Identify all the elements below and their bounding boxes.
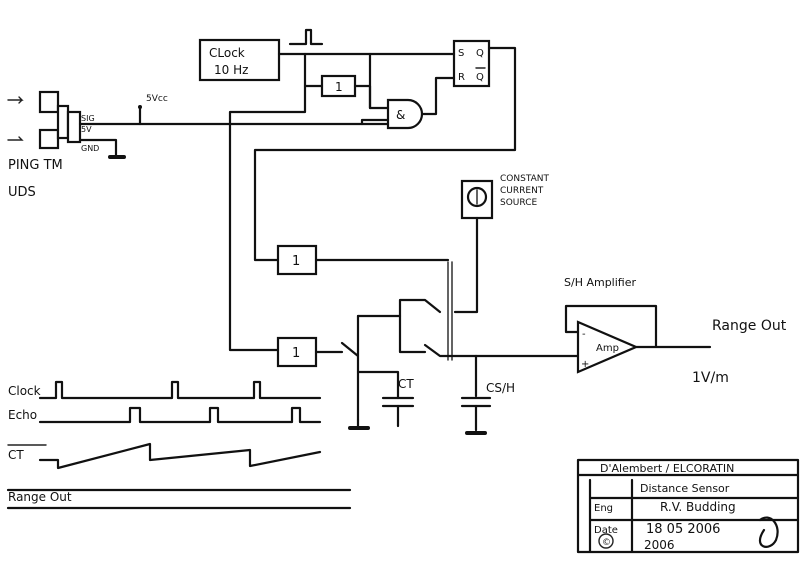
and-gate: & [386, 98, 424, 130]
timing-diagram: Clock Echo CT Range Out [6, 380, 352, 510]
ff-q: Q [476, 48, 484, 59]
eng-value: R.V. Budding [660, 500, 736, 514]
clock-pulse-symbol [288, 28, 324, 46]
capacitor-ct-label: CT [398, 377, 414, 391]
wire-and-to-r [420, 76, 456, 116]
amp-minus: - [582, 329, 586, 340]
capacitor-csh-label: CS/H [486, 381, 515, 395]
date-value: 18 05 2006 [646, 522, 720, 537]
buffer-top: 1 [320, 74, 357, 98]
and-gate-label: & [396, 108, 405, 122]
ping-receive-arrow [7, 136, 24, 141]
wire-sensor-gnd [78, 138, 118, 158]
ccs-line2: CURRENT [500, 186, 544, 196]
ff-qbar: Q [476, 72, 484, 83]
sensor-gnd: GND [81, 144, 99, 153]
copyright-circle [598, 533, 614, 549]
wire-ccs-down [453, 216, 479, 314]
capacitor-ct: CT [356, 370, 414, 428]
title-block-subtitle: Distance Sensor [640, 482, 730, 495]
switch-sh-upper [398, 298, 442, 318]
flipflop: S Q R Q [452, 39, 491, 88]
wire-signal-to-and [360, 118, 390, 126]
switch-sh-lower [423, 343, 478, 358]
output-scale: 1V/m [692, 370, 729, 386]
ping-emit-arrow [7, 96, 24, 104]
amp-title: S/H Amplifier [564, 276, 636, 289]
current-source-symbol [466, 186, 488, 208]
sensor-name1: PING TM [8, 158, 63, 173]
buffer-low: 1 [276, 336, 318, 368]
clock-label-line2: 10 Hz [214, 63, 248, 77]
capacitor-csh: CS/H [460, 381, 515, 432]
copyright-year: 2006 [644, 538, 675, 552]
timing-range-label: Range Out [8, 490, 72, 504]
ff-r: R [458, 72, 465, 83]
clock-label-line1: CLock [209, 46, 245, 60]
timing-echo-wave [38, 406, 322, 424]
title-block: D'Alembert / ELCORATIN Distance Sensor E… [576, 458, 800, 554]
current-source: CONSTANT CURRENT SOURCE [460, 174, 550, 220]
sensor-5v: 5V [81, 125, 92, 134]
vcc-node [138, 105, 142, 109]
wire-ct-top [356, 314, 427, 354]
sensor-vcc: 5Vcc [146, 94, 168, 104]
buffer-mid: 1 [276, 244, 318, 276]
copyright-mark: © [602, 538, 611, 548]
timing-ct-wave [38, 442, 322, 470]
ff-s: S [458, 48, 464, 59]
buffer-low-label: 1 [292, 346, 300, 361]
amp-plus: + [581, 359, 589, 370]
ccs-line1: CONSTANT [500, 174, 550, 184]
output-label: Range Out [712, 318, 787, 334]
wire-buffer-to-and [353, 84, 390, 110]
title-block-title: D'Alembert / ELCORATIN [600, 462, 734, 475]
timing-clock-wave [38, 380, 322, 400]
ccs-line3: SOURCE [500, 198, 537, 208]
sensor-name2: UDS [8, 185, 36, 200]
timing-echo-label: Echo [8, 408, 37, 422]
sh-amplifier: Amp - + S/H Amplifier [564, 276, 639, 374]
clock-block: CLock 10 Hz [198, 38, 281, 82]
eng-label: Eng [594, 503, 613, 514]
buffer-top-label: 1 [335, 80, 343, 94]
wire-clock-down [228, 52, 307, 352]
wire-amp-feedback [564, 304, 712, 349]
timing-ct-label: CT [8, 448, 24, 462]
switch-ct [340, 314, 360, 422]
sensor-sig: SIG [81, 114, 95, 123]
buffer-mid-label: 1 [292, 254, 300, 269]
timing-range-wave [6, 488, 352, 510]
amp-label: Amp [596, 343, 619, 354]
timing-clock-label: Clock [8, 384, 41, 398]
ping-sensor: SIG 5V GND 5Vcc PING TM UDS [7, 90, 168, 200]
switch-link [447, 261, 453, 361]
wire-q-feedback [253, 46, 517, 262]
date-label: Date [594, 525, 618, 536]
signature-mark [758, 516, 779, 548]
